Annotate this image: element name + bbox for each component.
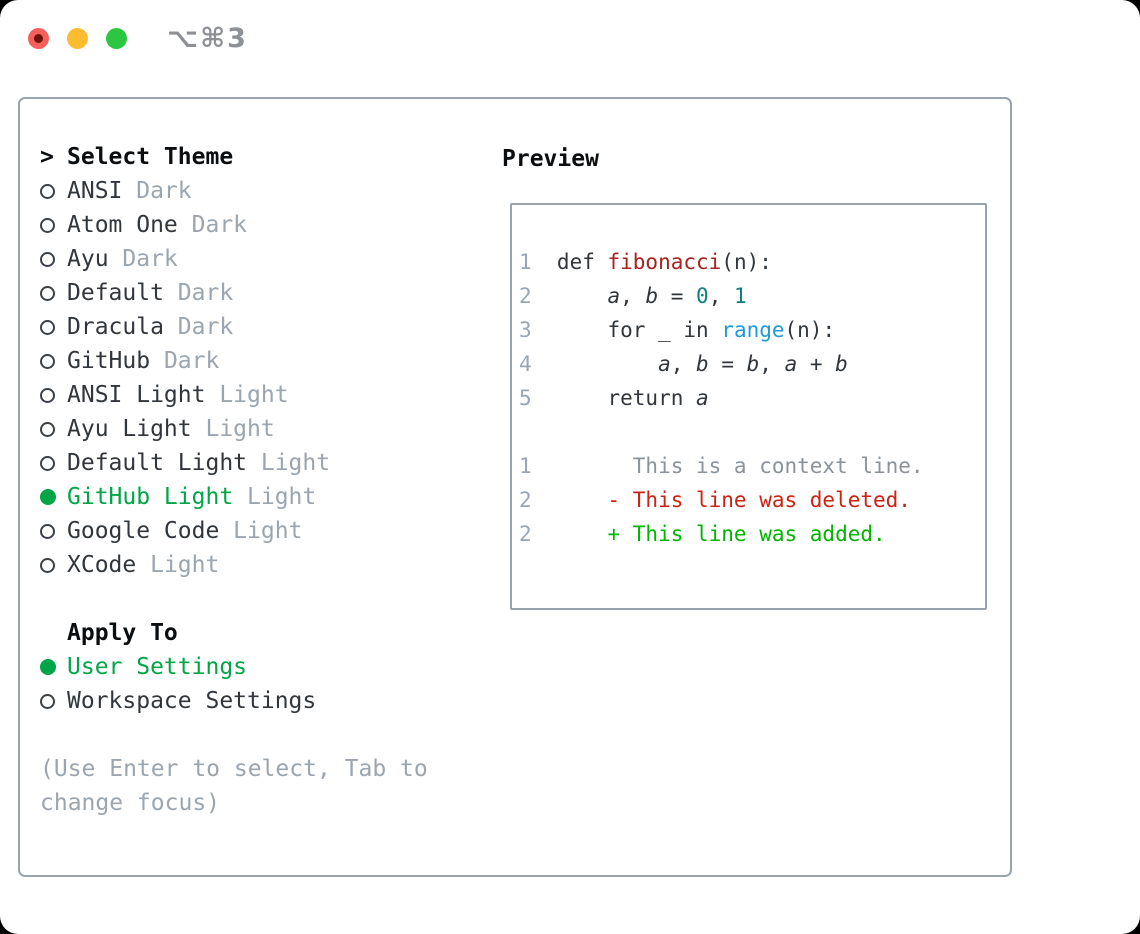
- radio-icon: [40, 421, 67, 437]
- preview-line: 4 a, b = b, a + b: [519, 347, 985, 381]
- preview-line: 2 - This line was deleted.: [519, 483, 985, 517]
- line-number: 2: [519, 284, 532, 308]
- preview-line: 3 for _ in range(n):: [519, 313, 985, 347]
- radio-icon: [40, 455, 67, 471]
- theme-name: Ayu Light: [67, 416, 192, 442]
- apply-to-header: Apply To: [67, 620, 178, 646]
- keyboard-shortcut-label: ⌥⌘3: [167, 22, 248, 54]
- line-number: 5: [519, 386, 532, 410]
- radio-icon: [40, 217, 67, 233]
- selected-radio-icon: [40, 489, 67, 505]
- theme-option-google-code[interactable]: Google Code Light: [40, 514, 480, 548]
- theme-variant: Light: [191, 416, 275, 442]
- theme-variant: Light: [233, 484, 317, 510]
- preview-line: 2 + This line was added.: [519, 517, 985, 551]
- preview-line: 1 def fibonacci(n):: [519, 245, 985, 279]
- radio-icon: [40, 523, 67, 539]
- line-number: 2: [519, 488, 532, 512]
- theme-name: XCode: [67, 552, 137, 578]
- theme-name: ANSI Light: [67, 382, 206, 408]
- line-number: 3: [519, 318, 532, 342]
- theme-name: Google Code: [67, 518, 220, 544]
- theme-option-xcode[interactable]: XCode Light: [40, 548, 480, 582]
- zoom-button[interactable]: [106, 27, 127, 49]
- theme-name: GitHub Light: [67, 484, 234, 510]
- theme-variant: Light: [247, 450, 331, 476]
- prompt-icon: >: [40, 144, 54, 170]
- radio-icon: [40, 387, 67, 403]
- theme-name: Dracula: [67, 314, 164, 340]
- preview-line: [519, 415, 985, 449]
- theme-name: Default: [67, 280, 164, 306]
- theme-variant: Dark: [163, 314, 234, 340]
- theme-name: Ayu: [67, 246, 109, 272]
- titlebar: ⌥⌘3: [28, 17, 248, 59]
- radio-icon: [40, 285, 67, 301]
- preview-line: 5 return a: [519, 381, 985, 415]
- select-theme-header: Select Theme: [67, 144, 234, 170]
- preview-line: 2 a, b = 0, 1: [519, 279, 985, 313]
- theme-name: Default Light: [67, 450, 248, 476]
- theme-variant: Dark: [177, 212, 248, 238]
- theme-option-ansi-light[interactable]: ANSI Light Light: [40, 378, 480, 412]
- theme-variant: Dark: [150, 348, 220, 374]
- theme-option-default[interactable]: Default Dark: [40, 276, 480, 310]
- apply-to-header-row: Apply To: [40, 616, 480, 650]
- hint-text: (Use Enter to select, Tab to change focu…: [40, 756, 428, 816]
- apply-option-label: User Settings: [67, 654, 248, 680]
- theme-option-ayu-light[interactable]: Ayu Light Light: [40, 412, 480, 446]
- preview-header: Preview: [502, 146, 599, 172]
- radio-icon: [40, 693, 67, 709]
- theme-option-github[interactable]: GitHub Dark: [40, 344, 480, 378]
- theme-option-atom-one[interactable]: Atom One Dark: [40, 208, 480, 242]
- line-number: 1: [519, 454, 532, 478]
- close-button-dot-icon: [34, 33, 43, 43]
- select-theme-header-row: > Select Theme: [40, 140, 480, 174]
- line-number: 4: [519, 352, 532, 376]
- preview-line: 1 This is a context line.: [519, 449, 985, 483]
- theme-variant: Dark: [163, 280, 234, 306]
- theme-name: GitHub: [67, 348, 151, 374]
- radio-icon: [40, 557, 67, 573]
- minimize-button[interactable]: [67, 27, 88, 49]
- theme-option-github-light[interactable]: GitHub Light Light: [40, 480, 480, 514]
- radio-icon: [40, 353, 67, 369]
- theme-option-ayu[interactable]: Ayu Dark: [40, 242, 480, 276]
- selected-radio-icon: [40, 659, 67, 675]
- line-number: 1: [519, 250, 532, 274]
- close-button[interactable]: [28, 27, 49, 49]
- radio-icon: [40, 319, 67, 335]
- line-number: 2: [519, 522, 532, 546]
- apply-option-label: Workspace Settings: [67, 688, 317, 714]
- theme-variant: Dark: [122, 178, 192, 204]
- theme-variant: Light: [219, 518, 303, 544]
- theme-option-dracula[interactable]: Dracula Dark: [40, 310, 480, 344]
- radio-icon: [40, 251, 67, 267]
- theme-option-ansi[interactable]: ANSI Dark: [40, 174, 480, 208]
- theme-variant: Light: [136, 552, 220, 578]
- theme-variant: Light: [205, 382, 289, 408]
- apply-option-workspace-settings[interactable]: Workspace Settings: [40, 684, 480, 718]
- theme-option-default-light[interactable]: Default Light Light: [40, 446, 480, 480]
- apply-option-user-settings[interactable]: User Settings: [40, 650, 480, 684]
- theme-name: Atom One: [67, 212, 178, 238]
- theme-name: ANSI: [67, 178, 123, 204]
- radio-icon: [40, 183, 67, 199]
- theme-variant: Dark: [108, 246, 178, 272]
